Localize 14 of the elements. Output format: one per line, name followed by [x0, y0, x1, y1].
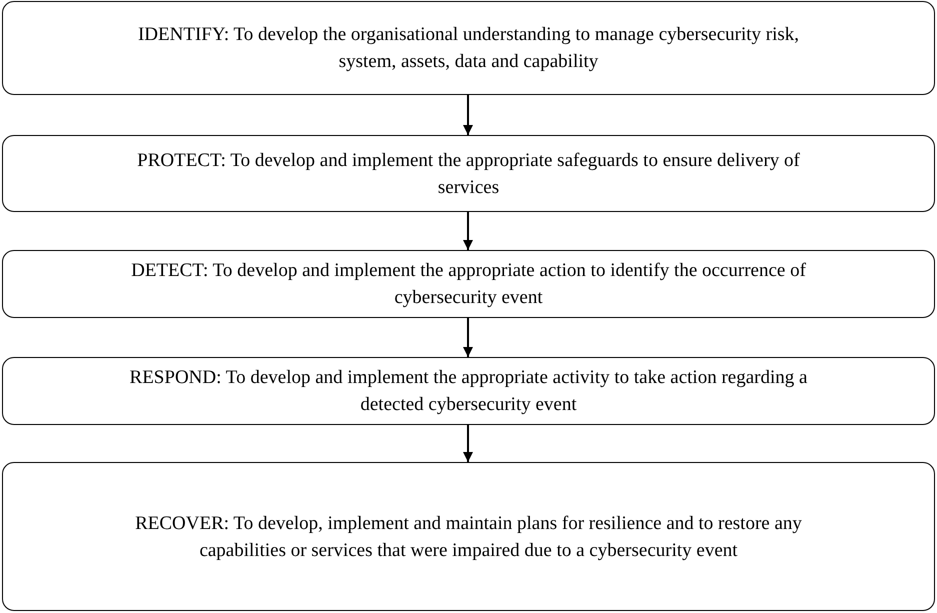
- box-text: PROTECT: To develop and implement the appropriate safeguards to ensure delivery of services: [136, 148, 801, 200]
- box-text: RECOVER: To develop, implement and maintain plans for resilience and to restore any capabilities or services that were impaired due to a cybersecurity event: [134, 512, 803, 562]
- arrow: [463, 318, 473, 357]
- process-box: [2, 357, 935, 425]
- box-text: RESPOND: To develop and implement the appropriate activity to take action regarding a detected cybersecurity event: [128, 366, 808, 417]
- process-box: [2, 462, 935, 611]
- arrow: [463, 212, 473, 250]
- process-box: [2, 250, 935, 318]
- box-text: DETECT: To develop and implement the appropriate action to identify the occurrence of cybersecurity event: [130, 259, 807, 310]
- box-text: IDENTIFY: To develop the organisational understanding to manage cybersecurity risk, system, assets, data and capability: [136, 23, 800, 74]
- process-box: [2, 135, 935, 212]
- arrow: [463, 95, 473, 135]
- arrow: [463, 425, 473, 462]
- process-box: [2, 1, 935, 95]
